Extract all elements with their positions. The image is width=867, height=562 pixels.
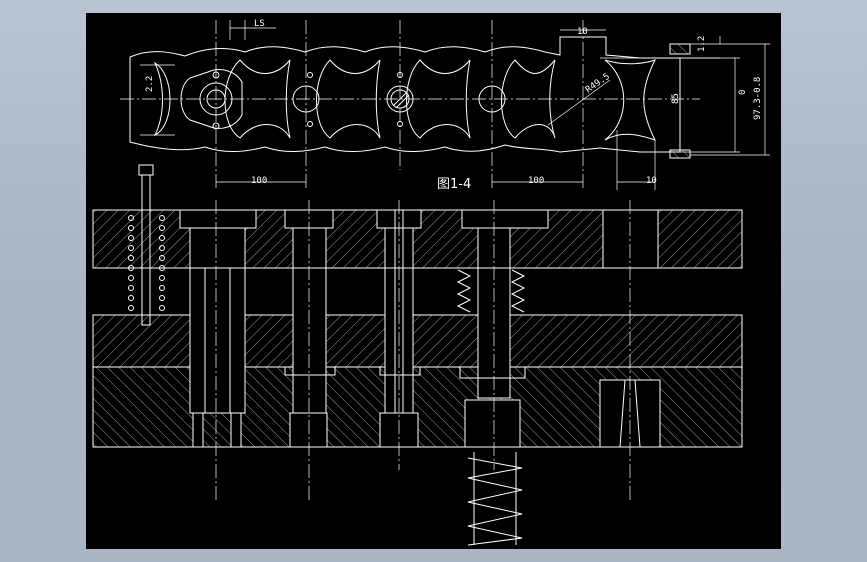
dim-pitch-left: 100 xyxy=(251,176,267,186)
spring-1 xyxy=(456,269,472,313)
dim-top-width: 10 xyxy=(577,27,588,37)
spring-2 xyxy=(510,269,526,313)
dim-ls: LS xyxy=(254,19,265,29)
dim-thickness: 1.2 xyxy=(697,36,707,52)
dim-radius: R49.5 xyxy=(584,72,612,96)
coil-spring xyxy=(128,215,165,311)
figure-caption: 图1-4 xyxy=(437,177,471,192)
dim-height-tol: 97.3-0.8 xyxy=(753,77,763,120)
dim-width-right: 10 xyxy=(646,176,657,186)
strip-layout: LS 10 100 100 10 R49.5 2.2 85 1.2 0 97.3… xyxy=(120,19,770,190)
dim-height-upper: 0 xyxy=(738,90,748,95)
dim-depth: 85 xyxy=(671,93,681,104)
bolt-head xyxy=(138,164,154,176)
ejector-spring xyxy=(467,457,523,546)
die-section xyxy=(92,164,743,546)
dim-pitch-right: 100 xyxy=(528,176,544,186)
bolt-shank xyxy=(141,174,151,326)
dim-r22: 2.2 xyxy=(145,76,155,92)
